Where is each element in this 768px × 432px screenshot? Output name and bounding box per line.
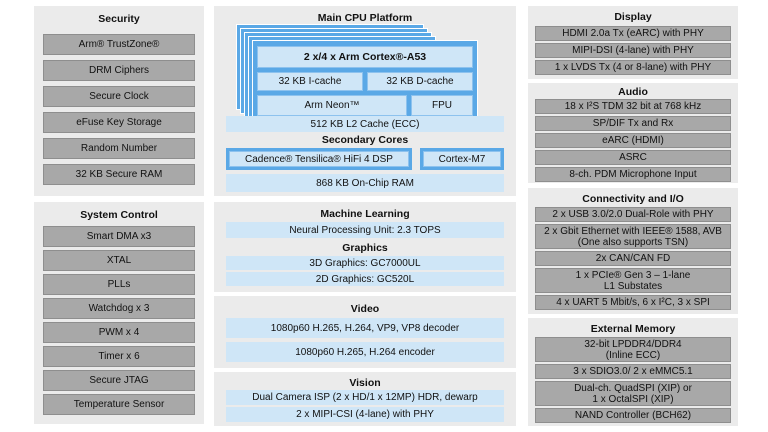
system-control-item: Smart DMA x3 — [43, 226, 195, 247]
cpu-panel: Main CPU Platform 2 x/4 x Arm Cortex®-A5… — [214, 6, 516, 196]
memory-item: Dual-ch. QuadSPI (XIP) or 1 x OctalSPI (… — [535, 381, 731, 406]
connectivity-title: Connectivity and I/O — [582, 193, 684, 205]
cpu-l2-cache: 512 KB L2 Cache (ECC) — [226, 116, 504, 132]
vision-isp: Dual Camera ISP (2 x HD/1 x 12MP) HDR, d… — [226, 390, 504, 405]
display-title: Display — [614, 11, 652, 23]
audio-item: ASRC — [535, 150, 731, 165]
graphics-3d: 3D Graphics: GC7000UL — [226, 256, 504, 270]
security-title: Security — [98, 13, 140, 25]
audio-item: SP/DIF Tx and Rx — [535, 116, 731, 131]
security-item: Arm® TrustZone® — [43, 34, 195, 55]
cpu-dcache: 32 KB D-cache — [367, 72, 473, 91]
display-panel: Display HDMI 2.0a Tx (eARC) with PHY MIP… — [528, 6, 738, 79]
audio-title: Audio — [618, 86, 648, 98]
system-control-item: XTAL — [43, 250, 195, 271]
display-item: HDMI 2.0a Tx (eARC) with PHY — [535, 26, 731, 41]
connectivity-item: 1 x PCIe® Gen 3 – 1-lane L1 Substates — [535, 268, 731, 293]
cpu-icache: 32 KB I-cache — [257, 72, 363, 91]
video-encoder: 1080p60 H.265, H.264 encoder — [226, 342, 504, 362]
system-control-item: Secure JTAG — [43, 370, 195, 391]
system-control-item: Watchdog x 3 — [43, 298, 195, 319]
system-control-item: Temperature Sensor — [43, 394, 195, 415]
cpu-core-label: 2 x/4 x Arm Cortex®-A53 — [257, 46, 473, 68]
cortex-m7-block: Cortex-M7 — [420, 148, 504, 170]
cpu-core-block: 2 x/4 x Arm Cortex®-A53 32 KB I-cache 32… — [252, 40, 478, 122]
secondary-cores-title: Secondary Cores — [321, 134, 409, 146]
graphics-2d: 2D Graphics: GC520L — [226, 272, 504, 286]
cortex-m7-label: Cortex-M7 — [423, 151, 501, 167]
audio-panel: Audio 18 x I²S TDM 32 bit at 768 kHz SP/… — [528, 83, 738, 183]
connectivity-item: 2x CAN/CAN FD — [535, 251, 731, 266]
dsp-block: Cadence® Tensilica® HiFi 4 DSP — [226, 148, 412, 170]
video-title: Video — [350, 303, 380, 315]
cpu-fpu: FPU — [411, 95, 473, 116]
connectivity-item: 2 x Gbit Ethernet with IEEE® 1588, AVB (… — [535, 224, 731, 249]
memory-item: 3 x SDIO3.0/ 2 x eMMC5.1 — [535, 364, 731, 379]
security-item: Random Number — [43, 138, 195, 159]
system-control-panel: System Control Smart DMA x3 XTAL PLLs Wa… — [34, 202, 204, 424]
security-item: Secure Clock — [43, 86, 195, 107]
ml-panel: Machine Learning Neural Processing Unit:… — [214, 202, 516, 292]
dsp-label: Cadence® Tensilica® HiFi 4 DSP — [229, 151, 409, 167]
audio-item: 8-ch. PDM Microphone Input — [535, 167, 731, 182]
npu: Neural Processing Unit: 2.3 TOPS — [226, 222, 504, 238]
system-control-item: PLLs — [43, 274, 195, 295]
cpu-title: Main CPU Platform — [317, 12, 413, 24]
system-control-title: System Control — [80, 209, 158, 221]
connectivity-item: 2 x USB 3.0/2.0 Dual-Role with PHY — [535, 207, 731, 222]
ml-title: Machine Learning — [320, 208, 410, 220]
on-chip-ram: 868 KB On-Chip RAM — [226, 174, 504, 192]
memory-panel: External Memory 32-bit LPDDR4/DDR4 (Inli… — [528, 318, 738, 426]
video-decoder: 1080p60 H.265, H.264, VP9, VP8 decoder — [226, 318, 504, 338]
security-item: 32 KB Secure RAM — [43, 164, 195, 185]
video-panel: Video 1080p60 H.265, H.264, VP9, VP8 dec… — [214, 296, 516, 368]
connectivity-panel: Connectivity and I/O 2 x USB 3.0/2.0 Dua… — [528, 188, 738, 314]
memory-item: NAND Controller (BCH62) — [535, 408, 731, 423]
security-panel: Security Arm® TrustZone® DRM Ciphers Sec… — [34, 6, 204, 196]
vision-panel: Vision Dual Camera ISP (2 x HD/1 x 12MP)… — [214, 372, 516, 426]
audio-item: eARC (HDMI) — [535, 133, 731, 148]
vision-title: Vision — [349, 377, 381, 389]
connectivity-item: 4 x UART 5 Mbit/s, 6 x I²C, 3 x SPI — [535, 295, 731, 310]
memory-item: 32-bit LPDDR4/DDR4 (Inline ECC) — [535, 337, 731, 362]
system-control-item: Timer x 6 — [43, 346, 195, 367]
vision-csi: 2 x MIPI-CSI (4-lane) with PHY — [226, 407, 504, 422]
security-item: DRM Ciphers — [43, 60, 195, 81]
audio-item: 18 x I²S TDM 32 bit at 768 kHz — [535, 99, 731, 114]
security-item: eFuse Key Storage — [43, 112, 195, 133]
display-item: MIPI-DSI (4-lane) with PHY — [535, 43, 731, 58]
memory-title: External Memory — [590, 323, 676, 335]
display-item: 1 x LVDS Tx (4 or 8-lane) with PHY — [535, 60, 731, 75]
cpu-neon: Arm Neon™ — [257, 95, 407, 116]
system-control-item: PWM x 4 — [43, 322, 195, 343]
graphics-title: Graphics — [342, 242, 388, 254]
